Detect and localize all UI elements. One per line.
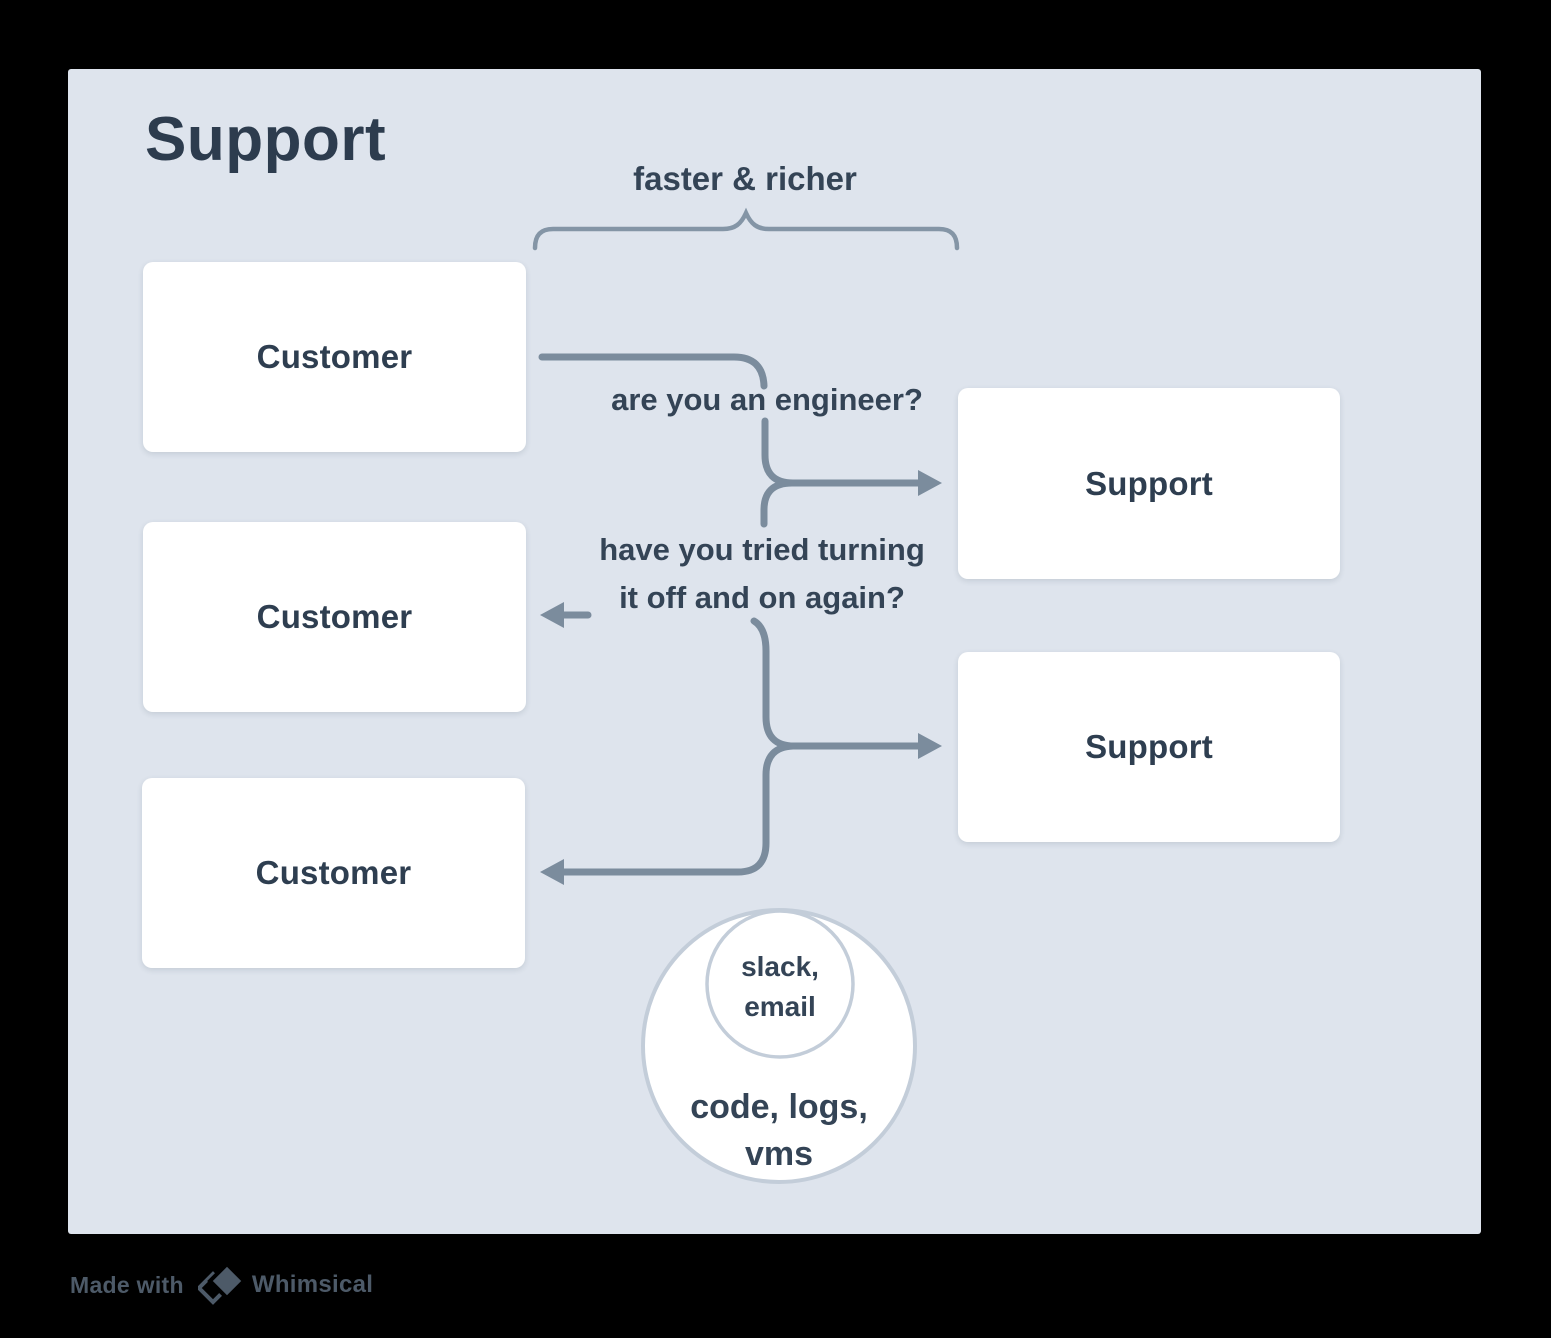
venn-inner-label: slack, email	[741, 947, 819, 1027]
node-customer-1[interactable]: Customer	[143, 262, 526, 452]
connector-question1-support1[interactable]	[761, 417, 922, 487]
whimsical-logo-icon	[197, 1263, 246, 1305]
connector-junction1-lower-curve[interactable]	[760, 479, 796, 528]
arrowhead-customer2	[540, 602, 564, 628]
brace-label: faster & richer	[633, 160, 857, 197]
connector-question2-support2[interactable]	[750, 617, 922, 750]
node-label: Customer	[256, 338, 413, 375]
node-label: Support	[1085, 728, 1213, 765]
node-customer-3[interactable]: Customer	[142, 778, 525, 968]
edge-label-question2: have you tried turning it off and on aga…	[599, 526, 925, 622]
venn-inner-line1: slack,	[741, 951, 819, 982]
venn-outer-line2: vms	[744, 1135, 814, 1173]
node-customer-2[interactable]: Customer	[143, 522, 526, 712]
node-label: Support	[1085, 464, 1213, 502]
venn-inner-line2: email	[744, 991, 816, 1022]
connector-junction2-customer3[interactable]	[560, 742, 797, 876]
venn-inner-circle[interactable]	[705, 909, 855, 1059]
arrowhead-support2	[918, 733, 942, 759]
edge-label-question2-line2: it off and on again?	[619, 580, 905, 615]
made-with-label: Made with	[70, 1271, 184, 1298]
venn-outer-label: code, logs, vms	[690, 1084, 868, 1178]
arrowhead-support1	[918, 470, 942, 496]
connector-customer1-question[interactable]	[538, 353, 768, 390]
venn-outer-line1: code, logs,	[690, 1088, 868, 1126]
node-label: Customer	[256, 598, 413, 635]
edge-label-question2-line1: have you tried turning	[599, 532, 925, 567]
brace[interactable]	[532, 207, 960, 251]
whimsical-brand-label: Whimsical	[251, 1271, 374, 1298]
footer-watermark: Made with Whimsical	[70, 1262, 373, 1308]
edge-label-question1: are you an engineer?	[611, 382, 923, 417]
arrowhead-customer3	[540, 859, 564, 885]
node-support-1[interactable]: Support	[958, 388, 1340, 579]
page-title: Support	[145, 105, 387, 174]
node-support-2[interactable]: Support	[958, 652, 1340, 842]
node-label: Customer	[255, 854, 412, 891]
